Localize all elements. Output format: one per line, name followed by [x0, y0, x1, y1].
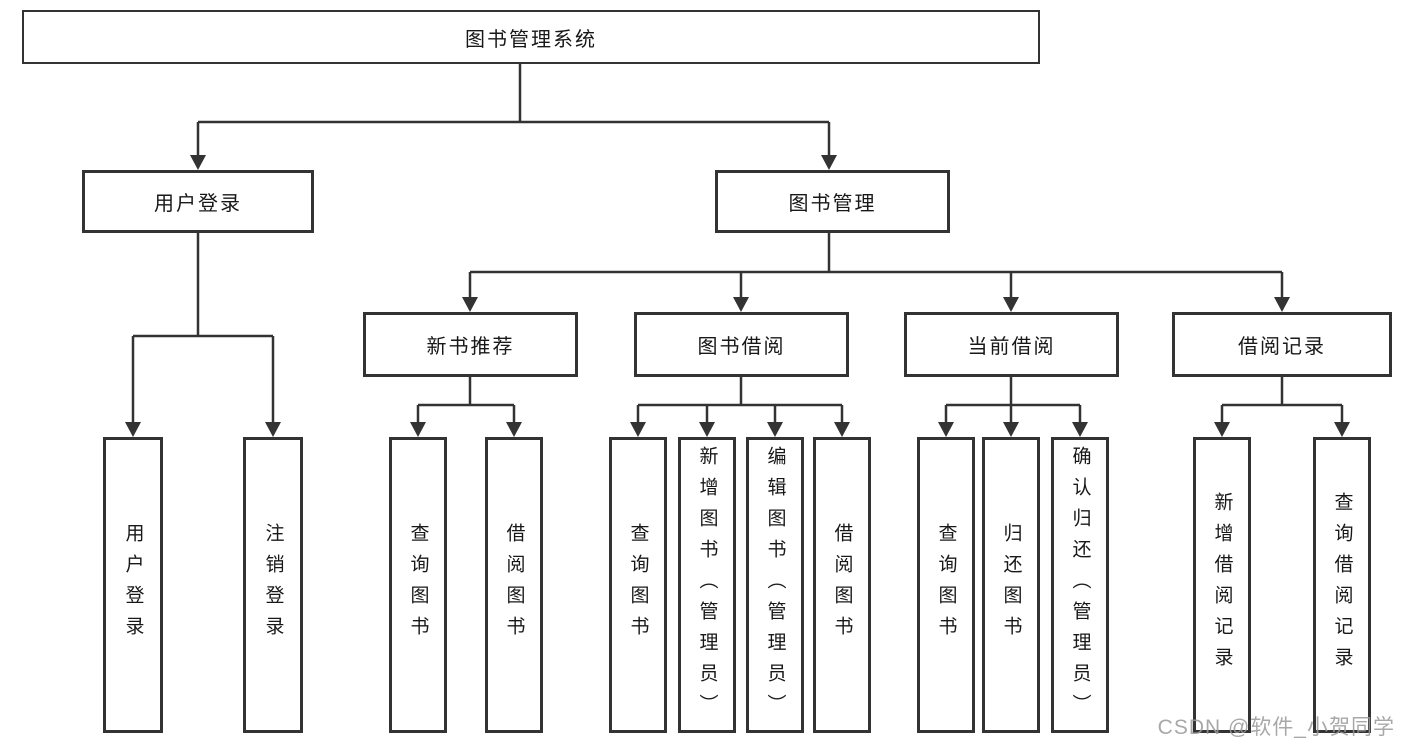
leaf-bb-borrow-books: 借阅图书 [813, 437, 871, 733]
leaf-user-login: 用户登录 [103, 437, 163, 733]
node-book-management: 图书管理 [715, 170, 950, 233]
leaf-bb-add-books-admin: 新增图书（管理员） [678, 437, 736, 733]
node-borrow-records: 借阅记录 [1172, 312, 1392, 377]
leaf-cb-return-books: 归还图书 [982, 437, 1040, 733]
leaf-cb-query-books: 查询图书 [917, 437, 975, 733]
leaf-br-add-record: 新增借阅记录 [1193, 437, 1251, 733]
leaf-bb-edit-books-admin: 编辑图书（管理员） [746, 437, 804, 733]
node-current-borrow: 当前借阅 [904, 312, 1119, 377]
leaf-cb-confirm-return-admin: 确认归还（管理员） [1051, 437, 1109, 733]
leaf-bb-query-books: 查询图书 [609, 437, 667, 733]
node-new-book-recommend: 新书推荐 [363, 312, 578, 377]
node-root: 图书管理系统 [22, 10, 1040, 64]
leaf-nbr-query-books: 查询图书 [389, 437, 447, 733]
node-user-login: 用户登录 [82, 170, 314, 233]
connector-path [131, 64, 1344, 425]
leaf-br-query-record: 查询借阅记录 [1313, 437, 1371, 733]
leaf-nbr-borrow-books: 借阅图书 [485, 437, 543, 733]
node-book-borrow: 图书借阅 [634, 312, 849, 377]
csdn-watermark: CSDN @软件_小贺同学 [1157, 716, 1395, 739]
leaf-logout: 注销登录 [243, 437, 303, 733]
